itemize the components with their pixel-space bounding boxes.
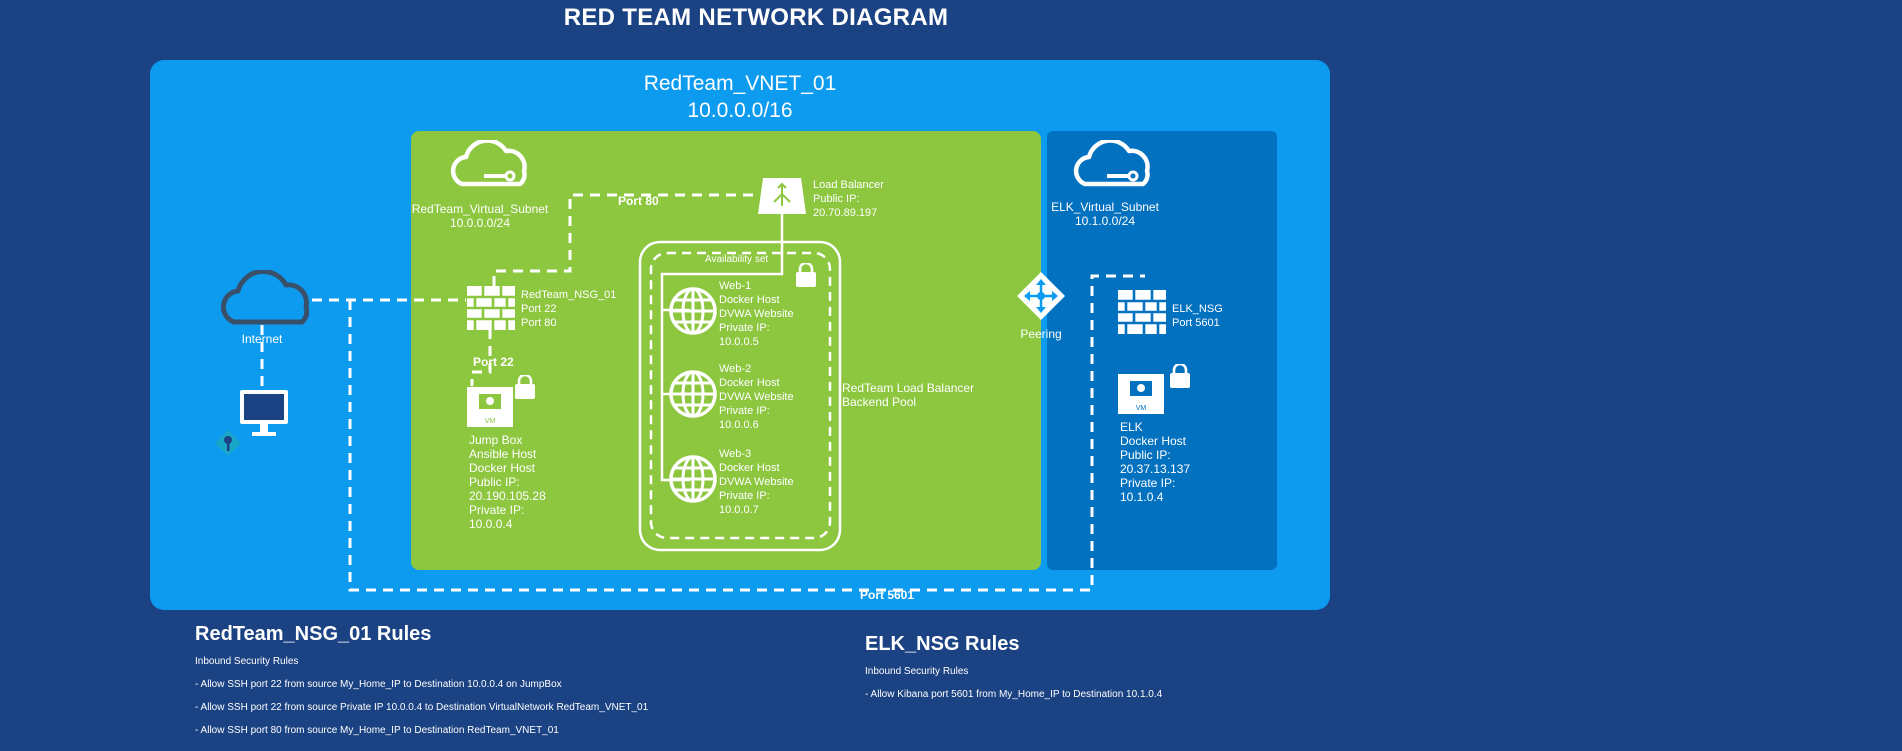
internet-cloud-icon: [220, 270, 310, 325]
elk-nsg-port: Port 5601: [1172, 317, 1220, 329]
load-balancer-label: Load Balancer Public IP: 20.70.89.197: [813, 178, 884, 220]
web-line: Docker Host: [719, 462, 780, 474]
rule-item: - Allow SSH port 22 from source Private …: [195, 702, 649, 713]
elk-line: Public IP:: [1120, 448, 1171, 462]
elk-line: Private IP:: [1120, 476, 1176, 490]
web-line: Private IP:: [719, 490, 770, 502]
firewall-icon: [1118, 290, 1166, 334]
globe-icon: [669, 455, 717, 503]
globe-icon: [669, 287, 717, 335]
key-icon: [215, 430, 241, 456]
availability-set-label: Availability set: [705, 254, 769, 265]
jumpbox-line: 20.190.105.28: [469, 489, 546, 503]
jumpbox-line: Ansible Host: [469, 447, 537, 461]
lock-icon: [796, 263, 816, 287]
web-server-label: Web-1 Docker Host DVWA Website Private I…: [719, 279, 794, 349]
elk-subnet: [1047, 131, 1277, 570]
elk-line: 20.37.13.137: [1120, 462, 1191, 476]
vm-tag: VM: [1136, 405, 1147, 412]
vnet-name: RedTeam_VNET_01: [643, 72, 837, 95]
lock-icon: [1170, 364, 1190, 388]
globe-icon: [669, 370, 717, 418]
elk-nsg-label: ELK_NSG Port 5601: [1172, 302, 1223, 330]
redteam-rules-title: RedTeam_NSG_01 Rules: [195, 623, 432, 645]
elk-rules-title: ELK_NSG Rules: [865, 633, 1020, 655]
vm-icon: VM: [1118, 374, 1164, 414]
web-line: DVWA Website: [719, 391, 794, 403]
jumpbox-line: Public IP:: [469, 475, 520, 489]
vnet-label: RedTeam_VNET_01 10.0.0.0/16: [150, 70, 1330, 124]
redteam-subnet-cidr: 10.0.0.0/24: [449, 216, 511, 230]
port5601-label: Port 5601: [860, 588, 915, 602]
web-line: Web-1: [719, 280, 752, 292]
backend-pool-line: RedTeam Load Balancer: [842, 381, 975, 395]
web-line: DVWA Website: [719, 476, 794, 488]
web-server-label: Web-2 Docker Host DVWA Website Private I…: [719, 362, 794, 432]
redteam-rules: RedTeam_NSG_01 Rules Inbound Security Ru…: [195, 623, 648, 736]
web-line: DVWA Website: [719, 308, 794, 320]
page-title: RED TEAM NETWORK DIAGRAM: [563, 4, 949, 31]
redteam-subnet-label: RedTeam_Virtual_Subnet 10.0.0.0/24: [405, 202, 555, 230]
web-server-label: Web-3 Docker Host DVWA Website Private I…: [719, 447, 794, 517]
web-line: Web-3: [719, 448, 752, 460]
rule-item: - Allow SSH port 80 from source My_Home_…: [195, 725, 559, 736]
monitor-icon: [240, 390, 288, 436]
vnet-cidr: 10.0.0.0/16: [687, 99, 793, 122]
web-line: Docker Host: [719, 294, 780, 306]
jumpbox-line: Jump Box: [469, 433, 523, 447]
web-line: Private IP:: [719, 322, 770, 334]
elk-line: Docker Host: [1120, 434, 1187, 448]
rule-item: - Allow Kibana port 5601 from My_Home_IP…: [865, 689, 1163, 700]
vm-icon: VM: [467, 387, 513, 427]
web-line: 10.0.0.6: [719, 419, 759, 431]
rule-item: - Allow SSH port 22 from source My_Home_…: [195, 679, 562, 690]
web-line: Web-2: [719, 363, 752, 375]
backend-pool-line: Backend Pool: [842, 395, 917, 409]
elk-rules: ELK_NSG Rules Inbound Security Rules - A…: [865, 633, 1162, 700]
web-line: 10.0.0.7: [719, 504, 759, 516]
jumpbox-label: Jump Box Ansible Host Docker Host Public…: [469, 433, 546, 531]
backend-pool-label: RedTeam Load Balancer Backend Pool: [842, 381, 974, 409]
cloud-subnet-icon: [440, 140, 528, 194]
port22-label: Port 22: [473, 355, 514, 369]
elk-subnet-name: ELK_Virtual_Subnet: [1051, 200, 1159, 214]
web-line: Docker Host: [719, 377, 780, 389]
elk-line: ELK: [1120, 420, 1143, 434]
lock-icon: [515, 375, 535, 399]
vm-tag: VM: [485, 418, 496, 425]
nsg-port1: Port 22: [521, 303, 557, 315]
web-line: Private IP:: [719, 405, 770, 417]
load-balancer-icon: [758, 178, 806, 214]
firewall-icon: [467, 286, 515, 330]
web-line: 10.0.0.5: [719, 336, 759, 348]
nsg-port2: Port 80: [521, 317, 557, 329]
redteam-subnet-name: RedTeam_Virtual_Subnet: [411, 202, 549, 216]
elk-nsg-name: ELK_NSG: [1172, 303, 1223, 315]
elk-subnet-cidr: 10.1.0.0/24: [1074, 214, 1136, 228]
load-balancer-ip: 20.70.89.197: [813, 207, 878, 219]
nsg-label: RedTeam_NSG_01 Port 22 Port 80: [521, 288, 616, 330]
elk-rules-subtitle: Inbound Security Rules: [865, 666, 969, 677]
load-balancer-name: Load Balancer: [813, 179, 884, 191]
internet-label: Internet: [241, 332, 283, 346]
jumpbox-line: Private IP:: [469, 503, 525, 517]
elk-label: ELK Docker Host Public IP: 20.37.13.137 …: [1120, 420, 1190, 504]
load-balancer-ip-label: Public IP:: [813, 193, 860, 205]
jumpbox-line: 10.0.0.4: [469, 517, 513, 531]
jumpbox-line: Docker Host: [469, 461, 536, 475]
nsg-name: RedTeam_NSG_01: [521, 289, 617, 301]
elk-line: 10.1.0.4: [1120, 490, 1164, 504]
redteam-rules-subtitle: Inbound Security Rules: [195, 656, 299, 667]
redteam-subnet: [411, 131, 1041, 570]
cloud-subnet-icon: [1063, 140, 1151, 194]
peering-icon: [1017, 272, 1065, 320]
peering-label: Peering: [1020, 327, 1062, 341]
port80-label: Port 80: [618, 194, 659, 208]
elk-subnet-label: ELK_Virtual_Subnet 10.1.0.0/24: [1030, 200, 1180, 228]
